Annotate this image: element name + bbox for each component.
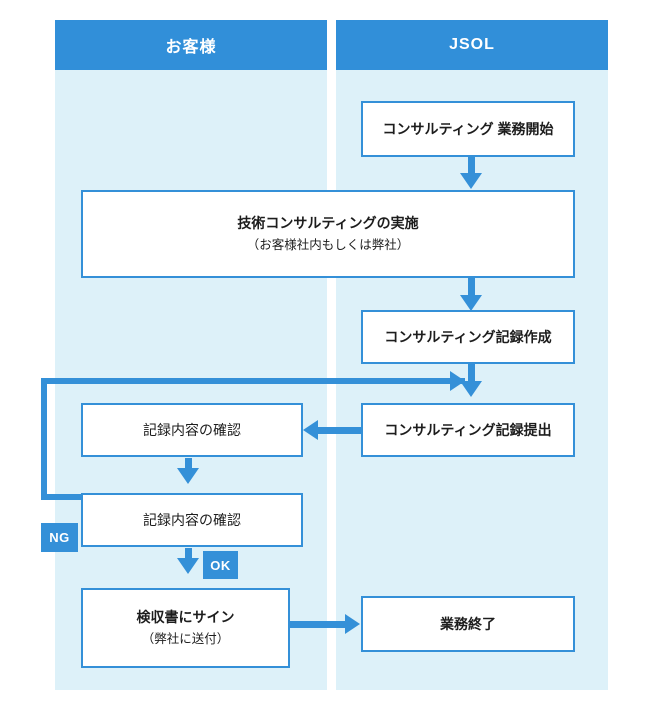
badge-ng-label: NG	[49, 530, 70, 545]
edge-sign-to-end-stem	[290, 621, 347, 628]
badge-ok: OK	[203, 551, 238, 579]
node-consulting[interactable]: 技術コンサルティングの実施 （お客様社内もしくは弊社）	[81, 190, 575, 278]
edge-consulting-to-record-create-head	[460, 295, 482, 311]
node-check-2-title: 記録内容の確認	[143, 511, 241, 528]
lane-customer-label: お客様	[165, 39, 217, 56]
node-start-title: コンサルティング 業務開始	[382, 120, 554, 137]
edge-check2-to-sign-stem	[185, 548, 192, 562]
edge-ng-loop-bottom	[41, 494, 89, 500]
edge-check1-to-check2-stem	[185, 458, 192, 472]
edge-ng-loop-top	[41, 378, 465, 384]
node-start[interactable]: コンサルティング 業務開始	[361, 101, 575, 157]
edge-check1-to-check2-head	[177, 468, 199, 484]
node-record-create[interactable]: コンサルティング記録作成	[361, 310, 575, 364]
node-check-2[interactable]: 記録内容の確認	[81, 493, 303, 547]
node-end[interactable]: 業務終了	[361, 596, 575, 652]
node-check-1-title: 記録内容の確認	[143, 421, 241, 438]
node-record-create-title: コンサルティング記録作成	[384, 328, 552, 345]
node-consulting-subtitle: （お客様社内もしくは弊社）	[246, 238, 410, 252]
badge-ng: NG	[41, 523, 78, 552]
lane-customer-header: お客様	[55, 20, 327, 70]
node-record-submit[interactable]: コンサルティング記録提出	[361, 403, 575, 457]
badge-ok-label: OK	[210, 557, 231, 573]
lane-jsol-header: JSOL	[336, 20, 608, 70]
edge-start-to-consulting-stem	[468, 155, 475, 177]
lane-jsol-label: JSOL	[449, 36, 495, 53]
node-sign-title: 検収書にサイン	[136, 609, 235, 626]
node-record-submit-title: コンサルティング記録提出	[384, 421, 552, 438]
edge-record-submit-to-check1-stem	[318, 427, 365, 434]
node-check-1[interactable]: 記録内容の確認	[81, 403, 303, 457]
edge-consulting-to-record-create-stem	[468, 277, 475, 299]
node-consulting-title: 技術コンサルティングの実施	[237, 215, 419, 232]
edge-ng-loop-left	[41, 378, 47, 500]
node-sign-subtitle: （弊社に送付）	[141, 632, 230, 646]
edge-sign-to-end-head	[345, 614, 360, 634]
edge-check2-to-sign-head	[177, 558, 199, 574]
edge-ng-loop-head	[450, 371, 465, 391]
node-sign[interactable]: 検収書にサイン （弊社に送付）	[81, 588, 290, 668]
edge-record-submit-to-check1-head	[303, 420, 318, 440]
edge-start-to-consulting-head	[460, 173, 482, 189]
edge-record-create-to-record-submit-head	[460, 381, 482, 397]
node-end-title: 業務終了	[440, 615, 496, 632]
edge-record-create-to-record-submit-stem	[468, 363, 475, 385]
